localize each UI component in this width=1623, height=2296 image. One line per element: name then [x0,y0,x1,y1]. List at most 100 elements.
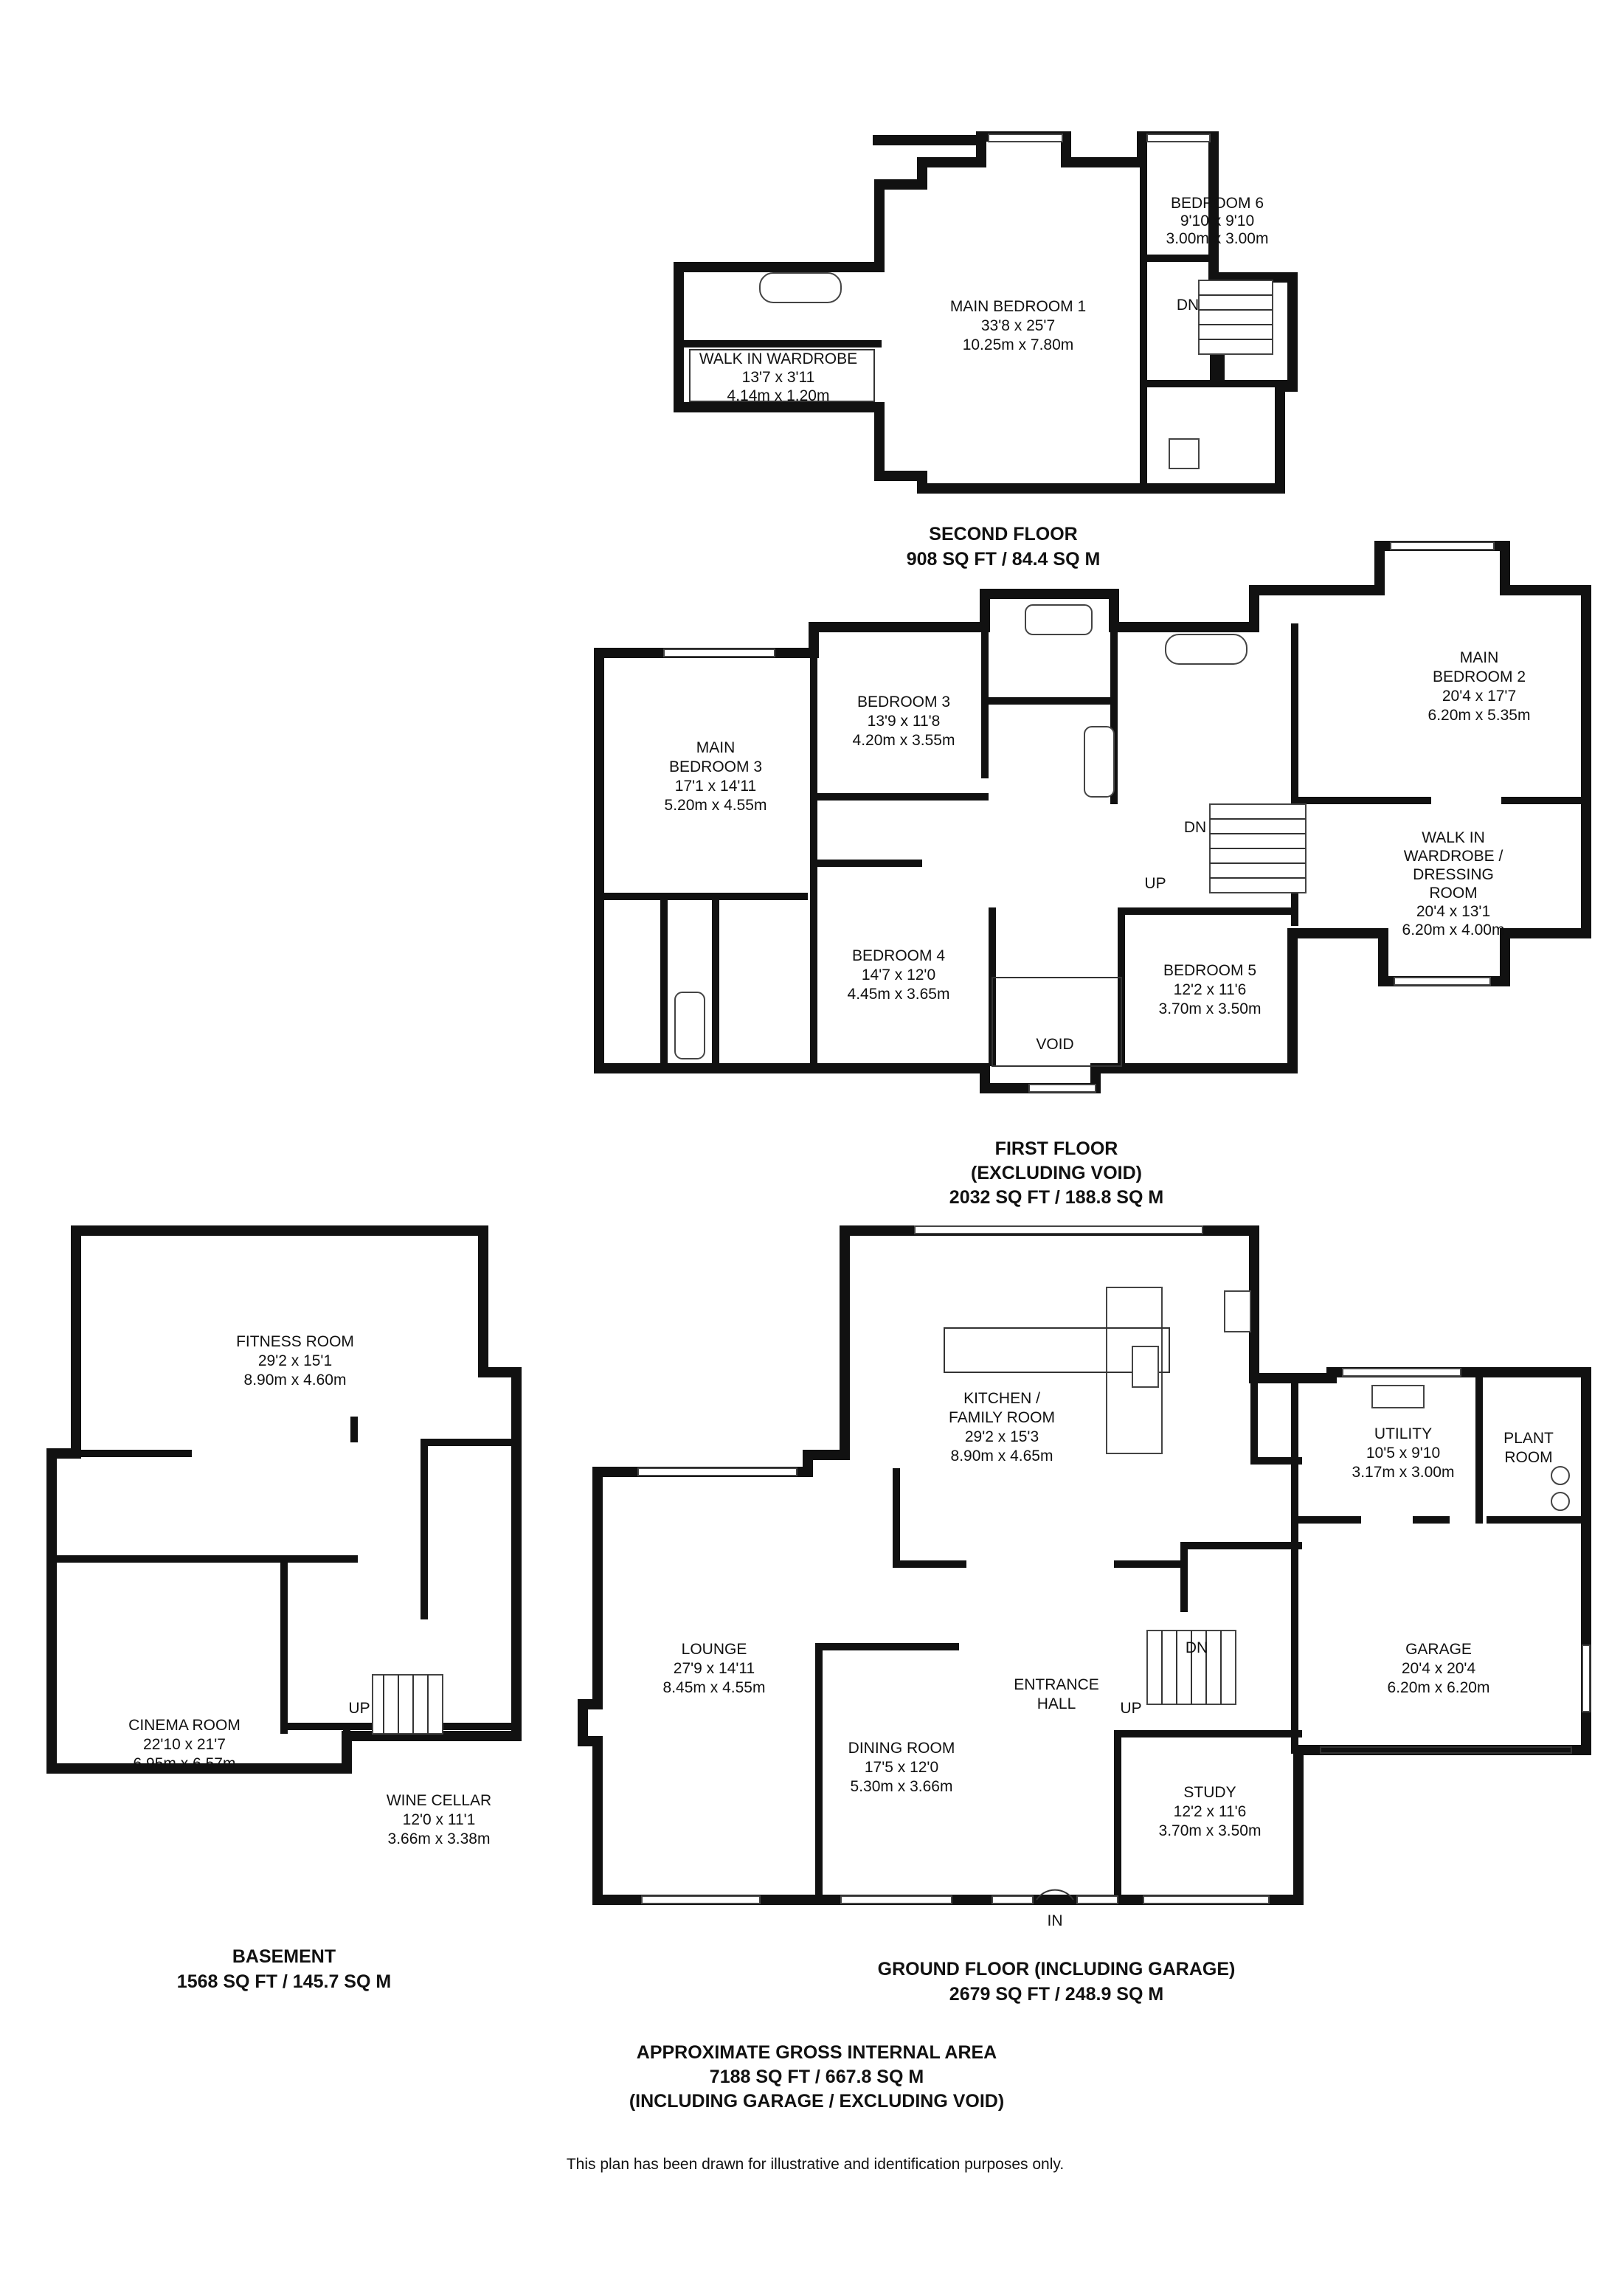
window [1146,134,1211,142]
ground-floor-inner-walls [815,1375,1590,1903]
svg-text:FIRST FLOOR(EXCLUDING VOID)203: FIRST FLOOR(EXCLUDING VOID)2032 SQ FT / … [949,1138,1163,1208]
plant-room-name-1: PLANT [1503,1430,1554,1447]
dressing-room-name-4: ROOM [1429,885,1477,902]
window [663,649,775,657]
dining-room-imperial: 17'5 x 12'0 [865,1759,938,1776]
wardrobe-rail [689,349,875,402]
first-floor-area: 2032 SQ FT / 188.8 SQ M [949,1187,1163,1208]
walk-in-wardrobe-imperial: 13'7 x 3'11 [742,369,815,386]
wine-cellar-metric: 3.66m x 3.38m [388,1830,491,1847]
study-imperial: 12'2 x 11'6 [1174,1803,1247,1820]
entrance-hall-name-1: ENTRANCE [1014,1676,1099,1693]
ground-floor-outer-wall [578,1225,1591,1905]
basement-inner-walls [48,1417,520,1767]
bathtub [1025,604,1093,635]
kitchen-island-outline [944,1327,1170,1373]
garage-name: GARAGE [1405,1641,1472,1658]
window [1076,1895,1118,1904]
svg-text:BEDROOM 69'10 x 9'103.00m x 3.: BEDROOM 69'10 x 9'103.00m x 3.00m [1166,195,1269,247]
wine-cellar-name: WINE CELLAR [387,1792,491,1809]
void-label: VOID [1036,1036,1073,1053]
plant-room-name-2: ROOM [1504,1449,1552,1466]
ground-floor-caption: GROUND FLOOR (INCLUDING GARAGE) [878,1959,1236,1979]
front-door [1036,1889,1074,1901]
dining-room-name: DINING ROOM [848,1740,955,1757]
garage-imperial: 20'4 x 20'4 [1402,1660,1476,1677]
boiler [1551,1492,1570,1511]
first-floor-subcaption: (EXCLUDING VOID) [971,1163,1142,1183]
stair-lines [1210,818,1306,879]
ground-floor-stair-up: UP [1120,1700,1141,1717]
lounge-name: LOUNGE [682,1641,747,1658]
total-area-qualifier: (INCLUDING GARAGE / EXCLUDING VOID) [629,2091,1004,2112]
basement-area: 1568 SQ FT / 145.7 SQ M [177,1971,391,1992]
main-bedroom-2-metric: 6.20m x 5.35m [1428,707,1531,724]
stair-lines [1199,294,1273,340]
first-floor-stair-up: UP [1144,875,1166,892]
second-floor-caption: SECOND FLOOR [929,524,1077,544]
main-bedroom-3-name-2: BEDROOM 3 [669,758,762,775]
bedroom-6-name: BEDROOM 6 [1171,195,1264,212]
dressing-room-name-1: WALK IN [1422,829,1485,846]
utility-name: UTILITY [1374,1425,1432,1442]
disclaimer: This plan has been drawn for illustrativ… [567,2156,1064,2173]
kitchen-sink [1132,1346,1159,1388]
dining-room-metric: 5.30m x 3.66m [851,1778,953,1795]
garage-metric: 6.20m x 6.20m [1388,1679,1490,1696]
bathtub [1165,634,1247,665]
dressing-room-metric: 6.20m x 4.00m [1402,921,1505,938]
cinema-room-imperial: 22'10 x 21'7 [143,1736,226,1753]
window [1143,1895,1270,1904]
bedroom-4-metric: 4.45m x 3.65m [848,986,950,1003]
window [988,134,1063,142]
main-bedroom-1-imperial: 33'8 x 25'7 [981,317,1055,334]
main-bedroom-2-imperial: 20'4 x 17'7 [1442,688,1516,705]
second-floor-stair-dn: DN [1177,297,1199,314]
utility-metric: 3.17m x 3.00m [1352,1464,1455,1481]
bedroom-5-name: BEDROOM 5 [1163,962,1256,979]
study-name: STUDY [1183,1784,1236,1801]
bedroom-6-imperial: 9'10 x 9'10 [1180,212,1254,229]
svg-text:GROUND FLOOR (INCLUDING GARAGE: GROUND FLOOR (INCLUDING GARAGE) 2679 SQ F… [878,1959,1236,2005]
bedroom-5-metric: 3.70m x 3.50m [1159,1000,1262,1017]
fitness-room-metric: 8.90m x 4.60m [244,1372,347,1389]
window [992,1895,1034,1904]
walk-in-wardrobe-metric: 4.14m x 1.20m [727,387,830,404]
entrance-hall-name-2: HALL [1037,1695,1076,1712]
window [637,1467,797,1476]
window [1582,1645,1591,1712]
window [641,1895,761,1904]
ground-floor-area: 2679 SQ FT / 248.9 SQ M [949,1984,1163,2005]
stair-flight [1198,280,1273,355]
dressing-room-imperial: 20'4 x 13'1 [1416,903,1490,920]
second-floor-outer-wall [674,131,1298,494]
stair-lines [1161,1631,1222,1704]
main-bedroom-1-name: MAIN BEDROOM 1 [950,298,1086,315]
svg-text:BEDROOM 414'7 x 12'04.45m x 3.: BEDROOM 414'7 x 12'04.45m x 3.65m [848,947,950,1003]
main-bedroom-2-name-2: BEDROOM 2 [1433,668,1526,685]
main-bedroom-3-metric: 5.20m x 4.55m [665,797,767,814]
shower-tray [1169,438,1200,469]
kitchen-metric: 8.90m x 4.65m [951,1448,1053,1465]
boiler [1551,1466,1570,1485]
bedroom-5-imperial: 12'2 x 11'6 [1174,981,1247,998]
cinema-room-name: CINEMA ROOM [128,1717,240,1734]
main-bedroom-2-name-1: MAIN [1460,649,1499,666]
